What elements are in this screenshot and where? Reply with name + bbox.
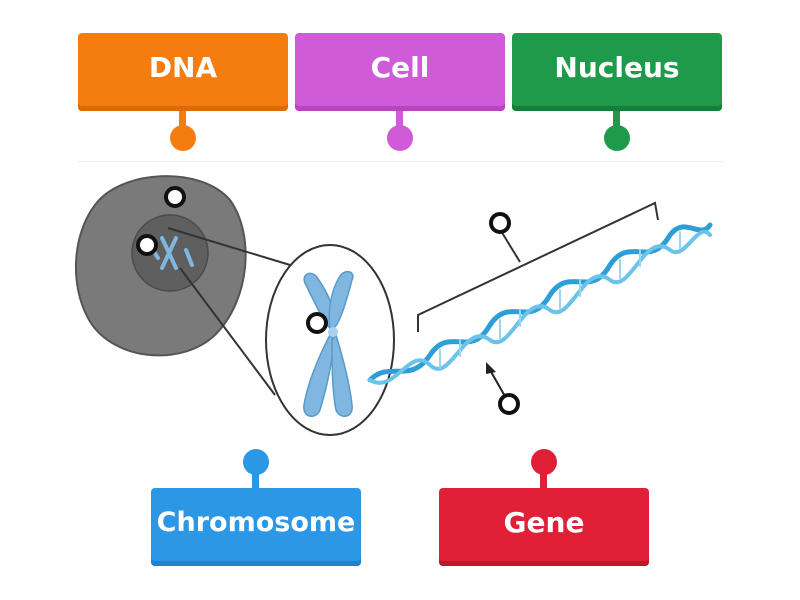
zoom-line [179, 267, 276, 396]
pin-dot [604, 125, 630, 151]
pin-dot [531, 449, 557, 475]
label-cell-text: Cell [370, 51, 430, 84]
label-nucleus[interactable]: Nucleus [512, 33, 722, 111]
label-chromosome-group[interactable]: Chromosome [151, 449, 361, 569]
divider [78, 161, 724, 162]
dna-strand-a [367, 222, 713, 383]
label-cell[interactable]: Cell [295, 33, 505, 111]
pin-stem [252, 473, 259, 489]
label-gene[interactable]: Gene [439, 488, 649, 566]
gene-bracket [417, 201, 659, 332]
hotspot-gene[interactable] [498, 393, 520, 415]
centromere [328, 327, 338, 337]
label-dna-text: DNA [148, 51, 218, 84]
dna-helix [367, 222, 713, 385]
pin-stem [540, 473, 547, 489]
label-nucleus-text: Nucleus [554, 51, 680, 84]
label-nucleus-group[interactable]: Nucleus [512, 33, 722, 153]
pin-stem [179, 111, 186, 127]
hotspot-cell[interactable] [164, 186, 186, 208]
pin-dot [170, 125, 196, 151]
label-chromosome[interactable]: Chromosome [151, 488, 361, 566]
dna-strand-b [368, 229, 712, 385]
label-chromosome-text: Chromosome [156, 507, 356, 538]
hotspot-dna[interactable] [489, 212, 511, 234]
hotspot-chromosome[interactable] [306, 312, 328, 334]
label-gene-group[interactable]: Gene [439, 449, 649, 569]
zoom-line [167, 227, 301, 269]
pin-dot [387, 125, 413, 151]
pin-dot [243, 449, 269, 475]
hotspot-nucleus[interactable] [136, 234, 158, 256]
label-cell-group[interactable]: Cell [295, 33, 505, 153]
label-dna-group[interactable]: DNA [78, 33, 288, 153]
pin-stem [613, 111, 620, 127]
pin-stem [396, 111, 403, 127]
label-gene-text: Gene [503, 506, 585, 539]
gene-arrow-head [486, 362, 496, 374]
label-dna[interactable]: DNA [78, 33, 288, 111]
